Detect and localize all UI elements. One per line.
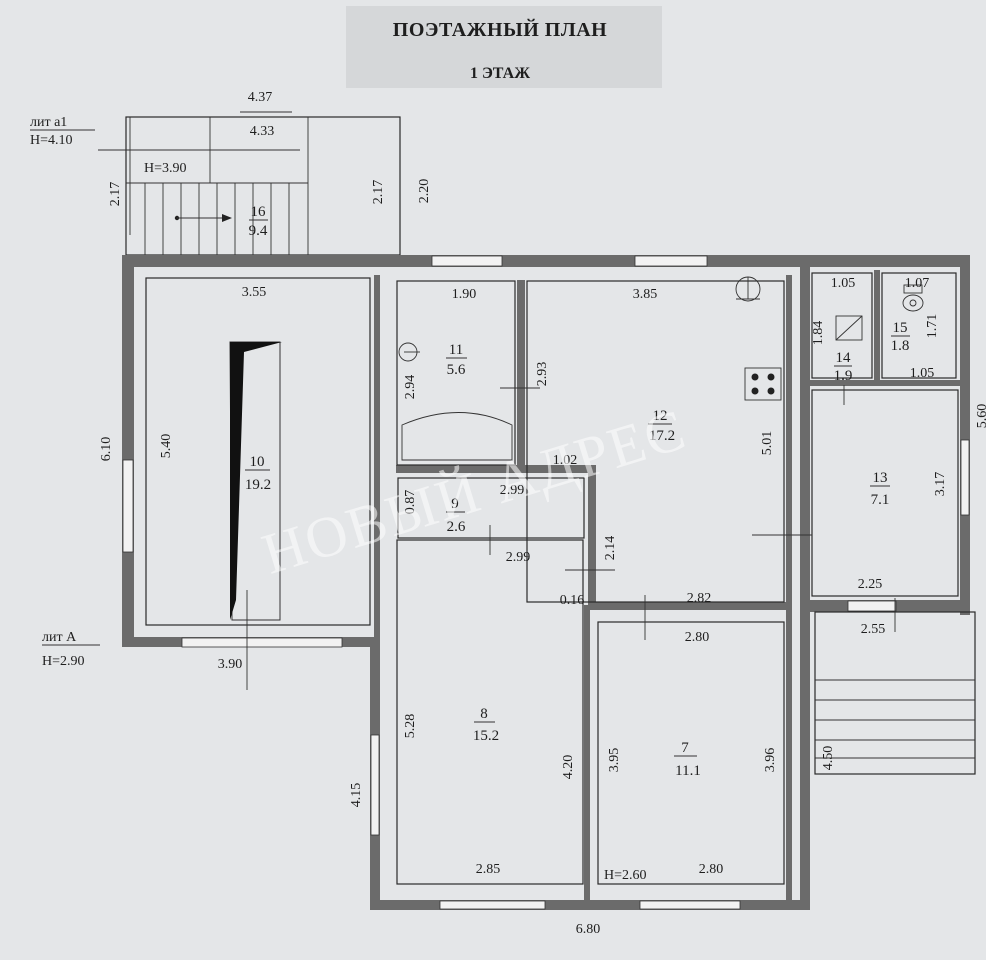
dim-r15-right: 1.71 — [925, 314, 940, 339]
dim-r11-right: 2.93 — [535, 362, 550, 387]
room-9-area: 2.6 — [447, 519, 466, 535]
room-14-area: 1.9 — [834, 368, 853, 384]
dim-r7-left: 3.95 — [607, 748, 622, 773]
height-a-label: H=2.90 — [42, 654, 85, 669]
room-12-number: 12 — [653, 408, 668, 424]
dim-outer-left2: 4.15 — [349, 783, 364, 808]
room-10-area: 19.2 — [245, 477, 271, 493]
stove-icon — [744, 367, 782, 401]
plan-title: ПОЭТАЖНЫЙ ПЛАН — [393, 18, 607, 41]
dim-r9-left: 0.87 — [403, 490, 418, 515]
dim-r11-top: 1.90 — [452, 287, 477, 302]
dim-r11-left: 2.94 — [403, 375, 418, 400]
dim-r8-bottom: 2.85 — [476, 862, 501, 877]
dim-a1-outer: 2.20 — [417, 179, 432, 204]
room14-fixture — [835, 315, 863, 341]
dim-total-bottom: 6.80 — [576, 922, 601, 937]
stair-arrowhead — [222, 214, 232, 222]
dim-a1-inner: 4.33 — [250, 124, 275, 139]
dim-r7-top-a: 2.82 — [687, 591, 712, 606]
room-16-number: 16 — [251, 204, 267, 220]
room-13-area: 7.1 — [871, 492, 890, 508]
porch-steps — [814, 611, 976, 775]
watermark: НОВЫЙ АДРЕС — [255, 396, 694, 587]
annex-a1 — [98, 111, 401, 256]
room-16-area: 9.4 — [249, 223, 268, 239]
section-labels: лит а1 H=4.10 H=3.90 лит A H=2.90 H=2.60 — [30, 115, 647, 883]
dimensions-horizontal: 4.37 4.33 3.55 1.90 3.85 1.05 1.07 1.05 … — [218, 90, 935, 937]
room-7-number: 7 — [681, 740, 689, 756]
height-room-label: H=2.60 — [604, 868, 647, 883]
dim-porch-bottom: 2.55 — [861, 622, 886, 637]
dim-r12-right: 5.01 — [760, 431, 775, 456]
boiler-symbol — [735, 276, 761, 302]
dim-r15-top: 1.07 — [905, 276, 930, 291]
dim-r12-top: 3.85 — [633, 287, 658, 302]
dim-right-edge: 5.60 — [975, 404, 986, 429]
windows — [122, 255, 970, 910]
dim-r14-top: 1.05 — [831, 276, 856, 291]
dimensions-vertical: 2.17 2.17 2.20 6.10 5.40 2.94 2.93 5.01 … — [99, 179, 986, 808]
dim-a1-left: 2.17 — [108, 182, 123, 207]
room-14-number: 14 — [836, 350, 852, 366]
toilet-icon — [902, 284, 924, 312]
lit-a1-label: лит а1 — [30, 115, 67, 130]
lit-a-label: лит A — [42, 630, 77, 645]
room-8-area: 15.2 — [473, 728, 499, 744]
dim-r13-right: 3.17 — [933, 472, 948, 497]
room-11-number: 11 — [449, 342, 463, 358]
dim-r7-right: 3.96 — [763, 748, 778, 773]
room-15-area: 1.8 — [891, 338, 910, 354]
room-11-area: 5.6 — [447, 362, 466, 378]
dim-r8-left: 5.28 — [403, 714, 418, 739]
dim-r8-right: 4.20 — [561, 755, 576, 780]
dim-r9-bottom: 2.99 — [506, 550, 531, 565]
room11-bath — [398, 342, 513, 461]
dim-a1-top: 4.37 — [248, 90, 273, 105]
dim-r14-left: 1.84 — [811, 321, 826, 346]
dim-gap: 0.16 — [560, 593, 585, 608]
room-12-area: 17.2 — [649, 428, 675, 444]
dim-r15-bottom: 1.05 — [910, 366, 935, 381]
dim-r9-right: 2.14 — [603, 536, 618, 561]
room10-stair-shape — [229, 341, 282, 621]
height-a1-label: H=4.10 — [30, 133, 73, 148]
dim-r10-bottom: 3.90 — [218, 657, 243, 672]
room-labels: 16 9.4 10 19.2 11 5.6 12 17.2 14 1.9 15 … — [245, 204, 910, 779]
dim-r7-bottom: 2.80 — [699, 862, 724, 877]
dim-r13-bottom: 2.25 — [858, 577, 883, 592]
room-15-number: 15 — [893, 320, 908, 336]
room-9-number: 9 — [451, 496, 459, 512]
room-7-area: 11.1 — [675, 763, 701, 779]
dim-r9-top: 2.99 — [500, 483, 525, 498]
room-13-number: 13 — [873, 470, 888, 486]
interior-walls — [374, 270, 960, 900]
dim-r12-mid: 1.02 — [553, 453, 578, 468]
title-panel — [346, 6, 662, 88]
room-8-number: 8 — [480, 706, 488, 722]
dim-a1-right: 2.17 — [371, 180, 386, 205]
dim-r7-top-b: 2.80 — [685, 630, 710, 645]
floor-subtitle: 1 ЭТАЖ — [470, 65, 530, 82]
room-10-number: 10 — [250, 454, 265, 470]
dim-porch-side: 4.50 — [821, 746, 836, 771]
stair-treads — [144, 183, 290, 255]
dim-r10-top: 3.55 — [242, 285, 267, 300]
dim-r10-left: 5.40 — [159, 434, 174, 459]
dim-outer-left: 6.10 — [99, 437, 114, 462]
height-porch-label: H=3.90 — [144, 161, 187, 176]
